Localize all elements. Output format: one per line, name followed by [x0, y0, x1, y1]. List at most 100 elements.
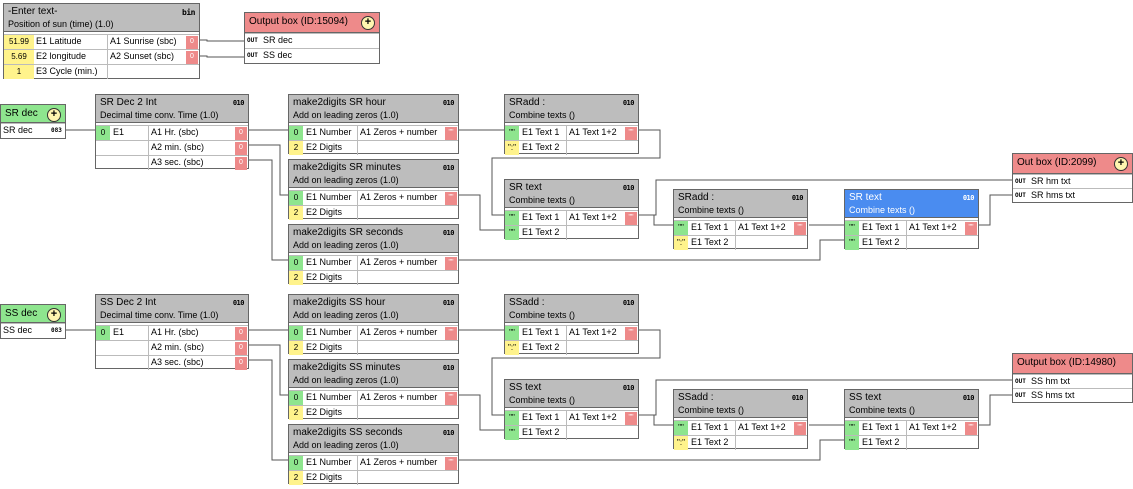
number-input-port[interactable]: 0 — [289, 391, 303, 405]
digits-input-label: E2 Digits — [306, 407, 343, 417]
output-label: SS hm txt — [1031, 376, 1071, 386]
divider — [566, 211, 567, 225]
output-port[interactable]: "" — [965, 222, 977, 235]
text1-input-port[interactable]: "" — [845, 421, 859, 435]
badge-icon: 010 — [622, 184, 635, 192]
enter-text-block[interactable]: -Enter text- Position of sun (time) (1.0… — [3, 3, 200, 79]
text1-input-port[interactable]: "" — [505, 126, 519, 140]
output-port[interactable]: "" — [625, 212, 637, 225]
output-port[interactable]: 0 — [235, 127, 247, 140]
output-port[interactable]: "" — [625, 327, 637, 340]
block-title: SR text — [509, 182, 542, 193]
text2-input-port[interactable]: "" — [505, 226, 519, 240]
digits-input-port[interactable]: 2 — [289, 471, 303, 485]
text2-input-port[interactable]: "" — [845, 236, 859, 250]
output-port[interactable]: "" — [445, 392, 457, 405]
plus-icon[interactable]: + — [1114, 157, 1128, 171]
text1-input-port[interactable]: "" — [505, 211, 519, 225]
digits-input-port[interactable]: 2 — [289, 141, 303, 155]
text2-input-port[interactable]: "" — [845, 436, 859, 450]
output-port[interactable]: "" — [445, 192, 457, 205]
output-port[interactable]: "" — [445, 127, 457, 140]
output-port[interactable]: "" — [625, 127, 637, 140]
out-box-sr[interactable]: Out box (ID:2099) + OUT SR hm txt OUT SR… — [1012, 153, 1133, 203]
number-input-port[interactable]: 0 — [289, 191, 303, 205]
sunrise-output-port[interactable]: 0 — [186, 36, 198, 49]
sunrise-output-label: A1 Sunrise (sbc) — [110, 36, 177, 46]
sunset-output-port[interactable]: 0 — [186, 51, 198, 64]
output-port[interactable]: "" — [445, 257, 457, 270]
output-label: SS hms txt — [1031, 390, 1075, 400]
divider — [357, 191, 358, 205]
text2-input-port[interactable]: ":" — [674, 236, 688, 250]
text2-input-port[interactable]: ":" — [505, 341, 519, 355]
output-port[interactable]: "" — [445, 327, 457, 340]
text1-input-port[interactable]: "" — [505, 411, 519, 425]
plus-icon[interactable]: + — [47, 108, 61, 122]
text2-input-port[interactable]: ":" — [674, 436, 688, 450]
text1-input-port[interactable]: "" — [674, 221, 688, 235]
block-subtitle: Decimal time conv. Time (1.0) — [100, 110, 219, 120]
output-label: A1 Zeros + number — [360, 457, 438, 467]
output-port[interactable]: 0 — [235, 142, 247, 155]
out-box-ss[interactable]: Output box (ID:14980) OUT SS hm txt OUT … — [1012, 353, 1133, 403]
output-port[interactable]: 0 — [235, 342, 247, 355]
digits-input-port[interactable]: 2 — [289, 206, 303, 220]
input-port[interactable]: 0 — [96, 126, 110, 140]
ss-dec-input-block[interactable]: SS dec + SS dec 083 — [0, 304, 66, 339]
number-input-port[interactable]: 0 — [289, 456, 303, 470]
output-port[interactable]: "" — [445, 457, 457, 470]
number-input-port[interactable]: 0 — [289, 256, 303, 270]
output-port[interactable]: "" — [794, 222, 806, 235]
text1-input-port[interactable]: "" — [845, 221, 859, 235]
text1-input-port[interactable]: "" — [505, 326, 519, 340]
text2-input-label: E1 Text 2 — [522, 342, 560, 352]
badge-icon: 010 — [442, 299, 455, 307]
number-input-port[interactable]: 0 — [289, 326, 303, 340]
text2-input-port[interactable]: ":" — [505, 141, 519, 155]
output-box-top[interactable]: Output box (ID:15094) + OUT SR dec OUT S… — [244, 12, 380, 64]
digits-input-port[interactable]: 2 — [289, 341, 303, 355]
sr-dec-input-block[interactable]: SR dec + SR dec 083 — [0, 104, 66, 139]
divider — [357, 456, 358, 470]
combine-row: ":"E1 Text 2 — [505, 340, 638, 355]
output-port[interactable]: 0 — [235, 357, 247, 370]
digits-input-port[interactable]: 2 — [289, 406, 303, 420]
output-port[interactable]: "" — [794, 422, 806, 435]
output-port[interactable]: "" — [625, 412, 637, 425]
input-port[interactable]: 0 — [96, 326, 110, 340]
divider — [148, 356, 149, 370]
output-port[interactable]: 0 — [235, 327, 247, 340]
plus-icon[interactable]: + — [361, 16, 375, 30]
latitude-value[interactable]: 51.99 — [4, 35, 34, 49]
text2-input-port[interactable]: "" — [505, 426, 519, 440]
longitude-value[interactable]: 5.69 — [4, 50, 34, 64]
output-port[interactable]: 0 — [235, 157, 247, 170]
enter-text-row-3: 1 E3 Cycle (min.) — [4, 64, 199, 79]
output-port[interactable]: "" — [965, 422, 977, 435]
cycle-value[interactable]: 1 — [4, 65, 34, 79]
number-input-port[interactable]: 0 — [289, 126, 303, 140]
digits-input-port[interactable]: 2 — [289, 271, 303, 285]
plus-icon[interactable]: + — [47, 308, 61, 322]
text1-input-port[interactable]: "" — [674, 421, 688, 435]
